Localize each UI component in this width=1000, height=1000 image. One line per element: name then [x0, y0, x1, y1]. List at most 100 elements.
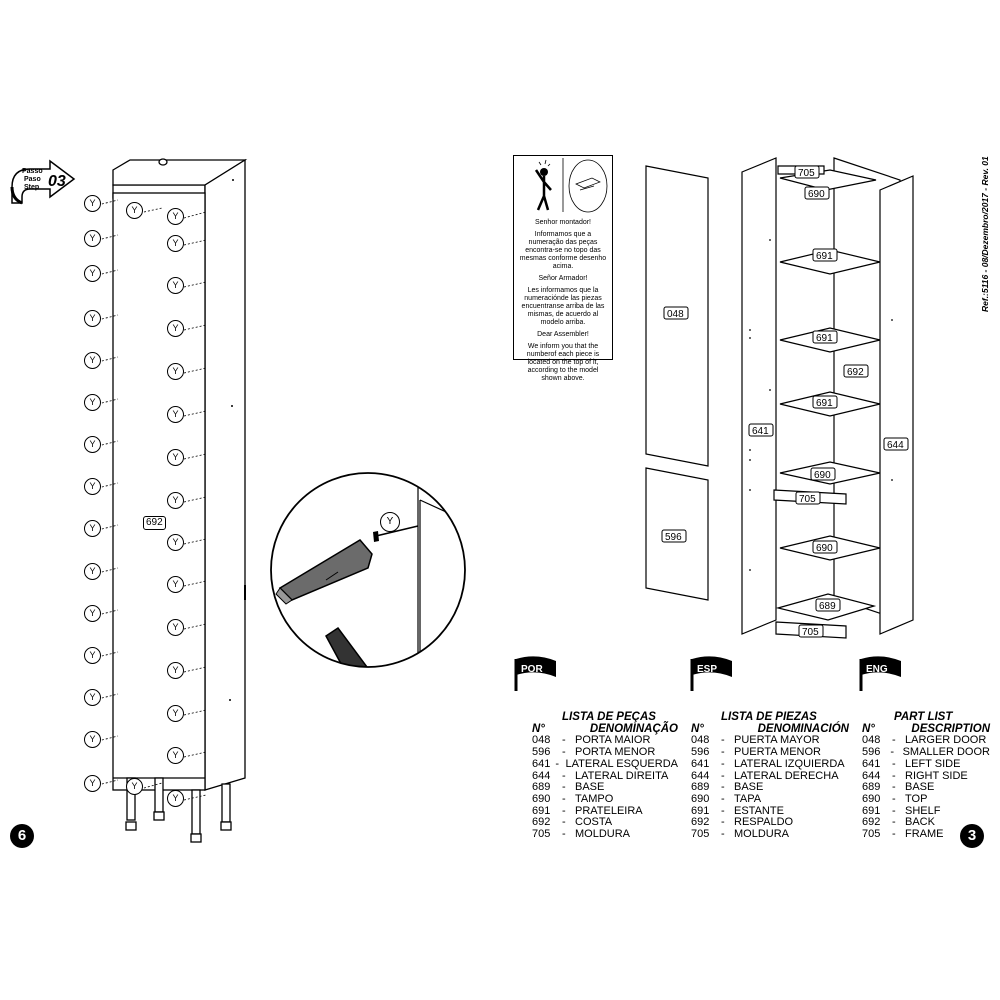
label-691-1: 691 [816, 251, 833, 262]
separator: - [562, 804, 566, 817]
part-list-row: 048-PUERTA MAYOR [691, 735, 849, 747]
part-list-row: 690-TAPA [691, 792, 849, 806]
screw-y-icon: Y [167, 576, 184, 593]
part-list-row: 692-RESPALDO [691, 817, 849, 829]
part-list-row: 596-SMALLER DOOR [862, 746, 990, 759]
part-number: 689 [532, 781, 551, 794]
part-name: TAPA [734, 792, 762, 805]
separator: - [721, 734, 725, 747]
label-691-2: 691 [816, 333, 833, 344]
part-list-row: 689-BASE [532, 782, 678, 794]
screw-y-icon: Y [84, 731, 101, 748]
part-list-row: 641-LATERAL ESQUERDA [532, 758, 678, 771]
part-number: 048 [691, 734, 710, 747]
notice-esp-text: Les informamos que la numeraciónde las p… [521, 287, 605, 326]
notice-por-text: Informamos que a numeração das peças enc… [519, 231, 607, 270]
label-691-3: 691 [816, 398, 833, 409]
screw-y-icon: Y [84, 265, 101, 282]
col-desc: DESCRIPTION [911, 722, 990, 735]
part-list-row: 048-LARGER DOOR [862, 735, 990, 747]
part-name: BASE [734, 781, 764, 794]
part-number: 048 [862, 734, 881, 747]
screw-y-icon: Y [167, 208, 184, 225]
separator: - [721, 792, 725, 805]
part-number: 691 [532, 804, 551, 817]
part-list-row: 691-SHELF [862, 805, 990, 818]
part-list-row: 692-BACK [862, 817, 990, 829]
part-name: RESPALDO [734, 816, 794, 829]
part-number: 596 [862, 746, 881, 759]
page-number-left: 6 [10, 824, 34, 848]
step-badge: Passo Paso Step 03 [8, 157, 78, 205]
part-list-row: 705-MOLDURA [532, 828, 678, 841]
part-number: 692 [691, 816, 710, 829]
assembler-notice: Senhor montador! Informamos que a numera… [513, 155, 613, 382]
screw-y-icon: Y [84, 605, 101, 622]
part-name: LARGER DOOR [905, 734, 987, 747]
document-reference: Ref.:5116 - 08/Dezembro/2017 - Rev. 01 [980, 156, 990, 312]
part-list-row: 689-BASE [691, 782, 849, 794]
cabinet-back-drawing [97, 158, 248, 843]
separator: - [562, 781, 566, 794]
separator: - [562, 746, 566, 759]
part-list-esp: LISTA DE PIEZAS N°DENOMINACIÓN 048-PUERT… [691, 711, 849, 841]
notice-por-title: Senhor montador! [534, 219, 592, 226]
separator: - [892, 816, 896, 829]
flag-icon-por: POR [514, 656, 556, 691]
part-name: BASE [905, 781, 935, 794]
screw-y-icon: Y [84, 775, 101, 792]
flag-icon-eng: ENG [859, 656, 901, 691]
part-number: 644 [862, 769, 881, 782]
part-number: 596 [532, 746, 551, 759]
part-list-row: 644-RIGHT SIDE [862, 769, 990, 783]
part-number: 644 [532, 769, 551, 782]
flag-label-por: POR [521, 664, 543, 675]
part-name: BASE [575, 781, 605, 794]
label-048: 048 [667, 309, 684, 320]
screw-y-icon: Y [126, 202, 143, 219]
screw-y-icon: Y [84, 195, 101, 212]
separator: - [721, 828, 725, 841]
screw-y-icon: Y [167, 320, 184, 337]
separator: - [890, 746, 894, 759]
screw-y-icon: Y [126, 778, 143, 795]
hammer-icon [275, 539, 392, 667]
part-list-title: PART LIST [894, 711, 953, 723]
separator: - [721, 781, 725, 794]
page-number-right: 3 [960, 824, 984, 848]
screw-y-icon: Y [167, 619, 184, 636]
part-list-row: 641-LATERAL IZQUIERDA [691, 757, 849, 771]
part-list-title: LISTA DE PIEZAS [721, 711, 817, 723]
part-number: 690 [862, 792, 881, 805]
part-name: TOP [905, 792, 928, 805]
screw-y-icon: Y [167, 406, 184, 423]
part-number: 705 [862, 828, 881, 841]
screw-y-icon: Y [167, 534, 184, 551]
separator: - [562, 734, 566, 747]
screw-y-icon: Y [167, 277, 184, 294]
screw-y-icon: Y [84, 230, 101, 247]
col-no: N° [862, 722, 875, 735]
screw-y-icon: Y [84, 352, 101, 369]
separator: - [892, 828, 896, 841]
part-number: 048 [532, 734, 551, 747]
part-name: LEFT SIDE [905, 757, 961, 770]
part-number: 691 [691, 804, 710, 817]
label-705-mid: 705 [799, 494, 816, 505]
flag-icon-esp: ESP [690, 656, 732, 691]
separator: - [892, 781, 896, 794]
part-list-title: LISTA DE PEÇAS [562, 711, 656, 723]
part-number: 689 [691, 781, 710, 794]
screw-y-icon: Y [167, 363, 184, 380]
separator: - [562, 792, 566, 805]
screw-y-icon: Y [167, 235, 184, 252]
part-name: LATERAL IZQUIERDA [734, 757, 845, 770]
part-number: 705 [691, 828, 710, 841]
part-list-row: 705-MOLDURA [691, 828, 849, 841]
part-name: COSTA [575, 816, 613, 829]
screw-y-icon: Y [167, 662, 184, 679]
part-list-row: 596-PORTA MENOR [532, 746, 678, 759]
part-number: 641 [862, 757, 881, 770]
screw-y-icon: Y [84, 310, 101, 327]
